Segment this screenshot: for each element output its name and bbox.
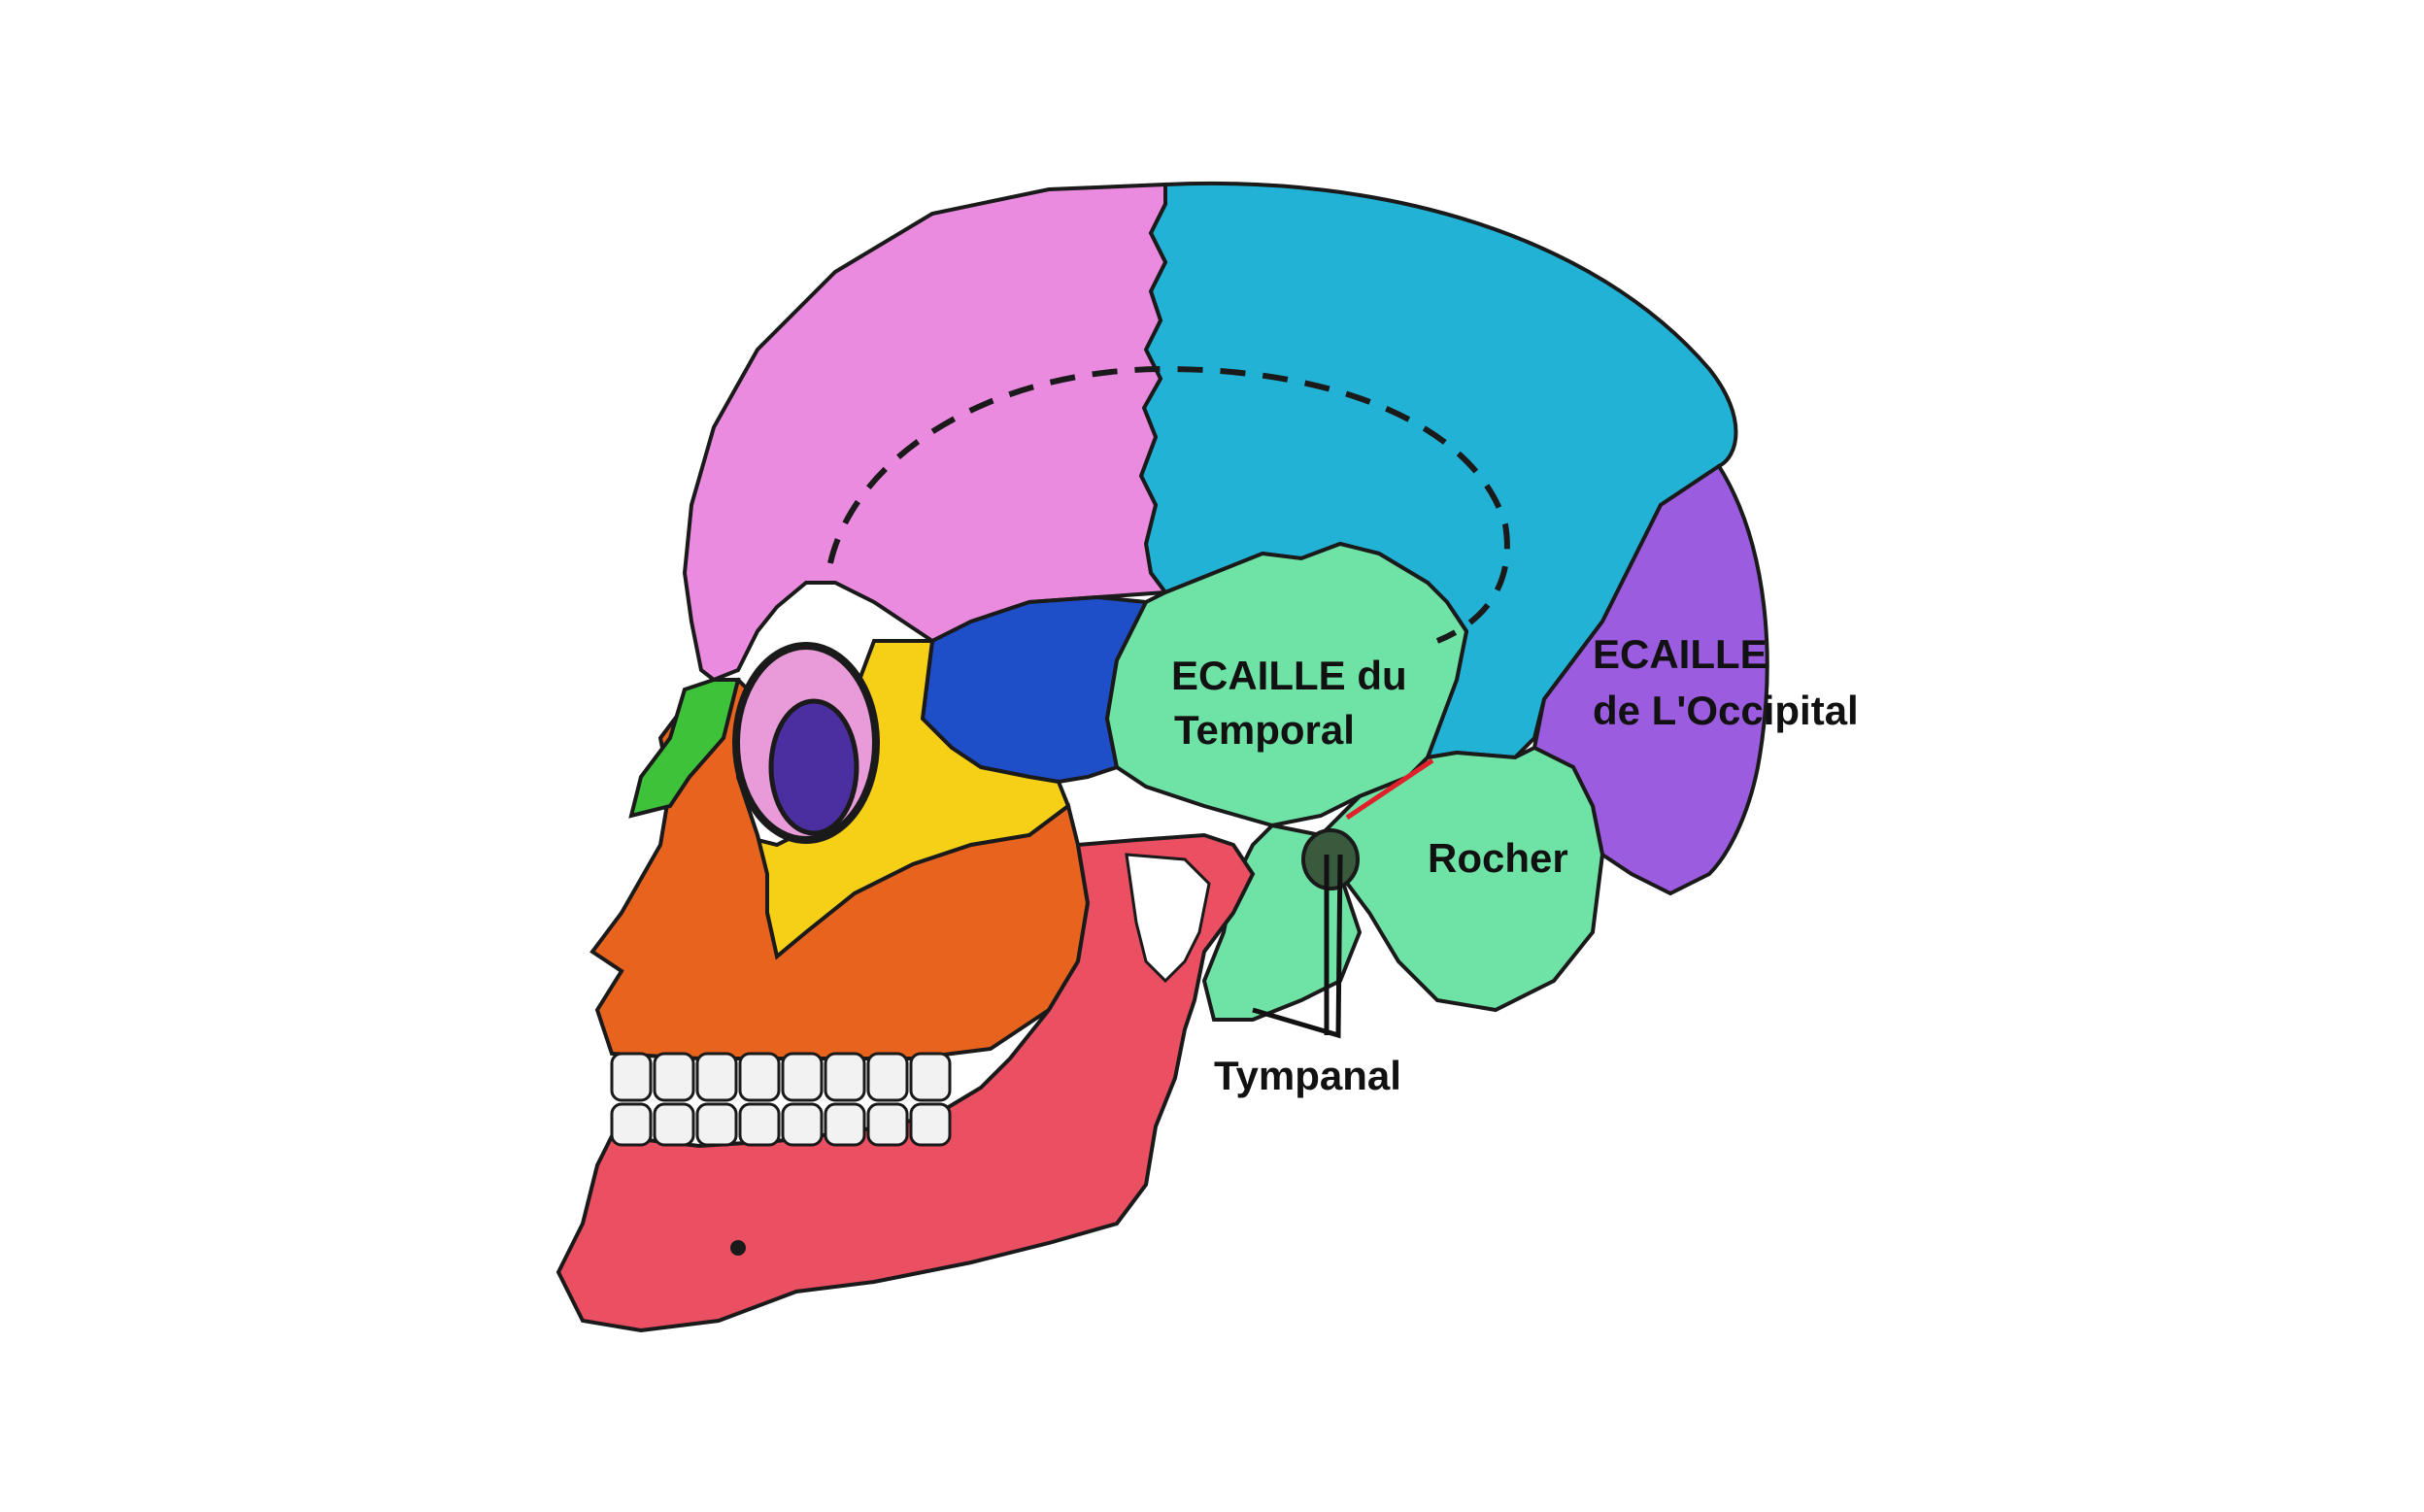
temporal-squama — [1104, 541, 1469, 828]
ear-canal — [1301, 828, 1360, 890]
red-pointer-line — [1345, 757, 1434, 821]
tympanal-pointer-lines — [1252, 854, 1343, 1039]
lower-teeth — [610, 1102, 952, 1147]
label-tympanal: Tympanal — [1214, 1053, 1401, 1098]
label-ecaille-temporal-line1: ECAILLE du — [1171, 653, 1407, 698]
mandible-bone — [556, 832, 1256, 1333]
nasal-bone — [628, 678, 741, 819]
orbit-inner — [768, 698, 859, 836]
label-rocher: Rocher — [1428, 835, 1568, 881]
upper-teeth — [610, 1052, 952, 1102]
temporal-line-dashed — [827, 365, 1510, 644]
label-ecaille-temporal-line2: Temporal — [1174, 707, 1355, 753]
mandibular-notch — [1125, 853, 1211, 984]
mental-foramen — [730, 1240, 746, 1256]
label-ecaille-occipital-line1: ECAILLE — [1593, 631, 1768, 677]
label-ecaille-occipital-line2: de L'Occipital — [1593, 688, 1859, 733]
